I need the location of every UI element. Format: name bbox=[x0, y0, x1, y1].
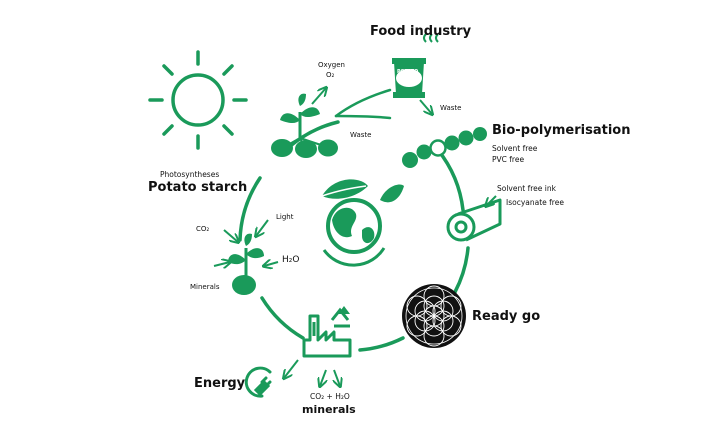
solvent-free-ink-label: Solvent free ink bbox=[497, 184, 556, 193]
oxygen-arrow bbox=[311, 88, 326, 105]
light-arrow bbox=[256, 219, 269, 236]
chips-bag-icon bbox=[392, 33, 439, 98]
minerals-in-arrow bbox=[213, 262, 230, 266]
waste-left-label: Waste bbox=[350, 131, 372, 139]
co2-left-label: CO₂ bbox=[196, 225, 210, 233]
sprout-plant-icon bbox=[228, 233, 264, 295]
light-label: Light bbox=[276, 213, 294, 221]
h2o-left-label: H₂O bbox=[282, 255, 300, 265]
chips-label-bottom: CHIPS bbox=[402, 78, 419, 84]
co2-arrow-a bbox=[320, 369, 326, 386]
oxygen-label: Oxygen bbox=[318, 61, 345, 69]
solvent-free-label: Solvent free bbox=[492, 144, 538, 153]
isocyanate-free-label: Isocyanate free bbox=[506, 198, 564, 207]
h2o-in-arrow bbox=[264, 262, 279, 266]
minerals-bottom-label: minerals bbox=[302, 403, 356, 416]
waste-arrow-left bbox=[334, 88, 392, 120]
sun-icon bbox=[148, 50, 248, 150]
recycling-factory-icon bbox=[302, 314, 352, 358]
earth-leaf-icon bbox=[321, 179, 404, 267]
energy-arrow bbox=[284, 359, 299, 378]
waste-right-label: Waste bbox=[440, 104, 462, 112]
co2-arrow-b bbox=[334, 369, 340, 386]
food-industry-label: Food industry bbox=[370, 24, 472, 39]
chips-label-top: POTATO bbox=[397, 70, 419, 75]
potato-plant-icon bbox=[271, 93, 338, 158]
ready-go-label: Ready go bbox=[472, 309, 541, 324]
recycle-icon bbox=[330, 306, 350, 328]
o2-label: O₂ bbox=[326, 71, 335, 79]
minerals-left-label: Minerals bbox=[190, 283, 220, 291]
pvc-free-label: PVC free bbox=[492, 155, 525, 164]
film-roll-icon bbox=[446, 198, 502, 242]
waste-arrow-right bbox=[419, 99, 432, 114]
energy-plug-icon bbox=[244, 366, 272, 398]
photosyntheses-label: Photosyntheses bbox=[160, 170, 220, 179]
co2-in-arrow bbox=[223, 229, 238, 242]
polymer-chain-icon bbox=[402, 127, 487, 168]
energy-label: Energy bbox=[194, 376, 246, 391]
ready-go-pattern-icon bbox=[402, 284, 466, 348]
potato-starch-label: Potato starch bbox=[148, 180, 248, 195]
ink-arrow bbox=[486, 195, 497, 206]
co2-h2o-bottom-label: CO₂ + H₂O bbox=[310, 392, 350, 401]
biopolymerisation-label: Bio-polymerisation bbox=[492, 123, 631, 138]
